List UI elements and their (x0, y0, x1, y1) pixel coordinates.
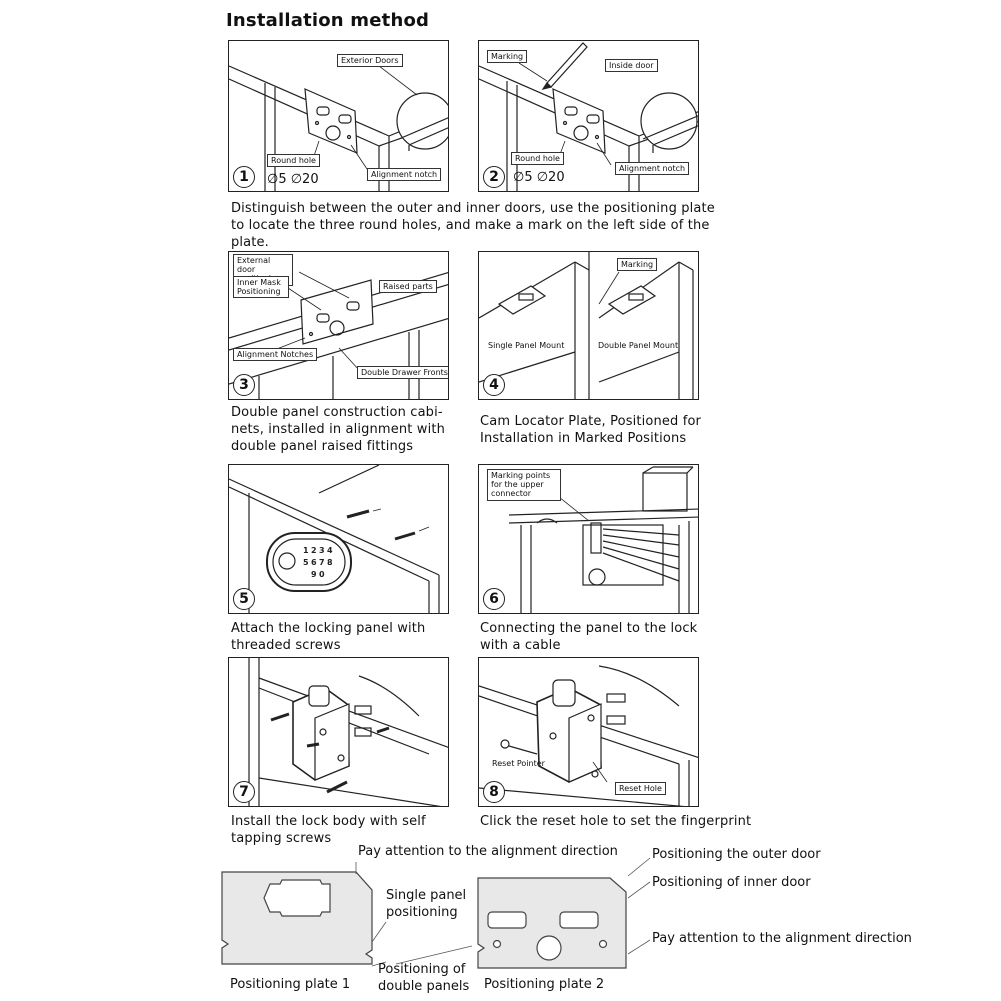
marking-label: Marking (487, 50, 528, 64)
round-hole-label: Round hole (267, 154, 320, 168)
hole-sizes: ∅5 ∅20 (513, 170, 565, 185)
step-7-illustration (248, 658, 448, 806)
inner-mask-positioning-label: Inner Mask Positioning (233, 276, 289, 299)
page-title: Installation method (226, 10, 430, 31)
alignment-notch-label: Alignment notch (367, 168, 442, 182)
key-3: 3 (319, 546, 325, 555)
step-number: 1 (233, 166, 255, 188)
positioning-plate-2-label: Positioning plate 2 (484, 977, 605, 992)
key-9: 9 (311, 570, 317, 579)
positioning-plate-1 (221, 871, 373, 965)
step-5-panel: 1 2 3 4 5 6 7 8 9 0 5 (228, 464, 449, 614)
step-1-panel: Exterior Doors Round hole Alignment notc… (228, 40, 449, 192)
step-2-illustration (479, 42, 698, 191)
caption-steps-1-2: Distinguish between the outer and inner … (231, 201, 715, 250)
key-0: 0 (319, 570, 325, 579)
step-8-illustration (479, 665, 698, 806)
hole-sizes: ∅5 ∅20 (267, 172, 319, 187)
positioning-outer-door-label: Positioning the outer door (652, 847, 821, 862)
caption-step-7: Install the lock body with self tapping … (231, 814, 426, 846)
step-2-panel: Marking Inside door Round hole Alignment… (478, 40, 699, 192)
exterior-doors-label: Exterior Doors (337, 54, 403, 68)
double-panel-mount-label: Double Panel Mount (598, 341, 679, 350)
marking-points-label: Marking points for the upper connector (487, 469, 561, 501)
single-panel-positioning-label: Single panel positioning (386, 888, 467, 920)
step-4-panel: Marking Single Panel Mount Double Panel … (478, 251, 699, 400)
step-number: 7 (233, 781, 255, 803)
caption-step-6: Connecting the panel to the lock with a … (480, 621, 698, 653)
key-2: 2 (311, 546, 317, 555)
double-drawer-fronts-label: Double Drawer Fronts (357, 366, 448, 380)
caption-step-8: Click the reset hole to set the fingerpr… (480, 814, 752, 829)
caption-step-4: Cam Locator Plate, Positioned for Instal… (480, 414, 702, 446)
caption-step-5: Attach the locking panel with threaded s… (231, 621, 426, 653)
step-number: 8 (483, 781, 505, 803)
step-number: 6 (483, 588, 505, 610)
step-4-illustration (479, 252, 694, 399)
key-1: 1 (303, 546, 309, 555)
step-3-panel: External door positioning Inner Mask Pos… (228, 251, 449, 400)
key-5: 5 (303, 558, 309, 567)
positioning-inner-door-label: Positioning of inner door (652, 875, 811, 890)
key-6: 6 (311, 558, 317, 567)
alignment-direction-top-label: Pay attention to the alignment direction (358, 844, 618, 859)
step-8-panel: Reset Pointer Reset Hole 8 (478, 657, 699, 807)
step-number: 4 (483, 374, 505, 396)
positioning-plate-1-label: Positioning plate 1 (230, 977, 351, 992)
round-hole-label: Round hole (511, 152, 564, 166)
step-5-illustration: 1 2 3 4 5 6 7 8 9 0 (229, 465, 440, 613)
reset-pointer-label: Reset Pointer (492, 759, 545, 768)
reset-hole-label: Reset Hole (615, 782, 666, 796)
key-7: 7 (319, 558, 325, 567)
positioning-double-panels-label: Positioning of double panels (378, 962, 470, 994)
single-panel-mount-label: Single Panel Mount (488, 341, 565, 350)
step-7-panel: 7 (228, 657, 449, 807)
key-8: 8 (327, 558, 333, 567)
key-4: 4 (327, 546, 333, 555)
step-number: 2 (483, 166, 505, 188)
caption-step-3: Double panel construction cabi-nets, ins… (231, 405, 445, 454)
positioning-plate-2 (477, 877, 627, 969)
step-6-panel: Marking points for the upper connector 6 (478, 464, 699, 614)
step-number: 3 (233, 374, 255, 396)
alignment-direction-right-label: Pay attention to the alignment direction (652, 931, 912, 946)
raised-parts-label: Raised parts (379, 280, 437, 294)
inside-door-label: Inside door (605, 59, 658, 73)
marking-label: Marking (617, 258, 658, 272)
alignment-notch-label: Alignment notch (615, 162, 690, 176)
step-number: 5 (233, 588, 255, 610)
alignment-notches-label: Alignment Notches (233, 348, 318, 362)
